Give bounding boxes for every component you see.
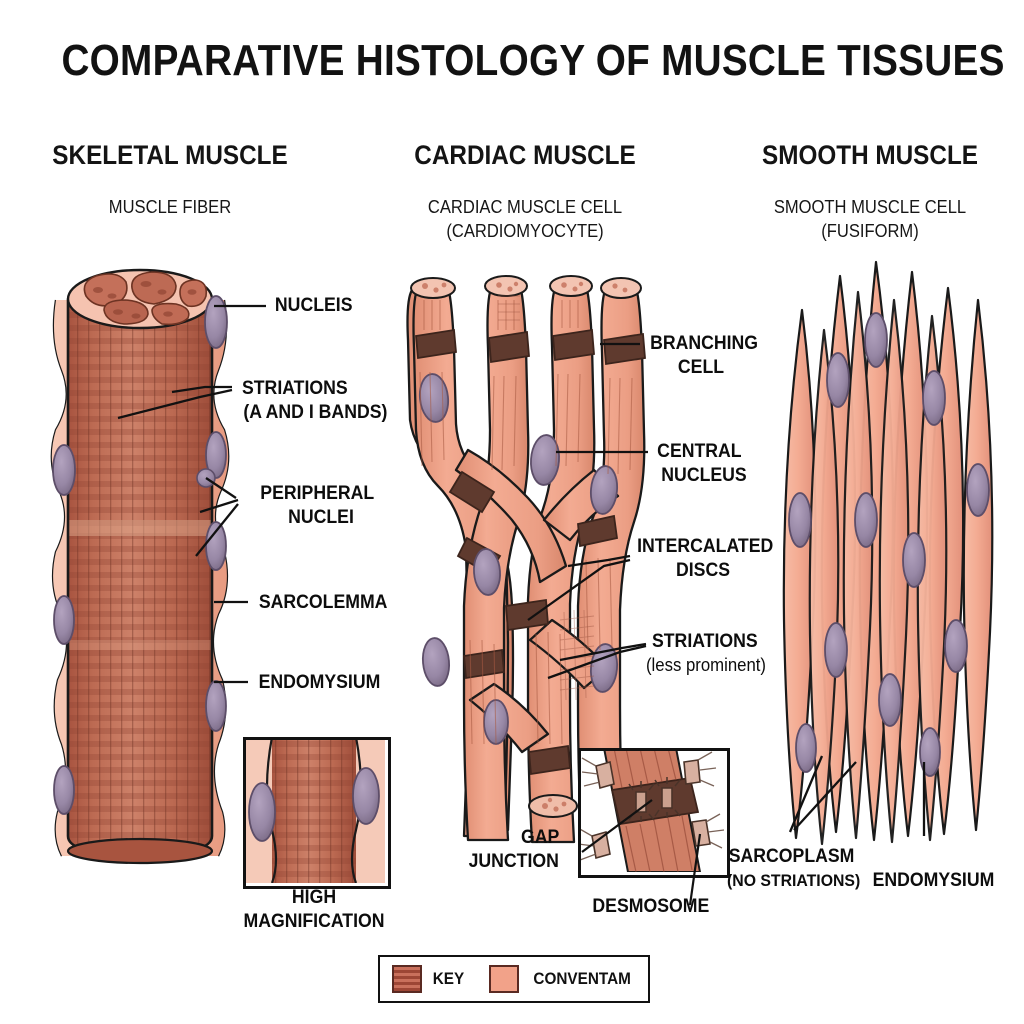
label-striations-cardiac-1: STRIATIONS [651, 631, 758, 652]
smooth-muscle-cells [782, 260, 994, 846]
skeletal-muscle-fiber [50, 268, 230, 865]
label-branching-cell-2: CELL [677, 357, 725, 378]
label-branching-cell-1: BRANCHING [650, 333, 759, 354]
column-heading-cardiac: CARDIAC MUSCLE [414, 140, 636, 170]
label-sarcoplasm-2: (NO STRIATIONS) [727, 871, 861, 890]
column-heading-smooth: SMOOTH MUSCLE [762, 140, 978, 170]
label-central-nucleus-1: CENTRAL [657, 441, 742, 462]
label-peripheral-nuclei-2: NUCLEI [288, 507, 354, 528]
column-subheading-skeletal: MUSCLE FIBER [108, 197, 232, 217]
page-title: COMPARATIVE HISTOLOGY OF MUSCLE TISSUES [61, 36, 1005, 85]
column-subheading-smooth-2: (FUSIFORM) [821, 221, 919, 241]
legend-swatch-solid [489, 965, 519, 993]
myofibril-bundles [83, 271, 208, 326]
legend-label-key: KEY [432, 969, 464, 988]
legend-box: KEY CONVENTAM [378, 955, 650, 1003]
column-heading-skeletal: SKELETAL MUSCLE [52, 140, 288, 170]
label-endomysium-skeletal: ENDOMYSIUM [258, 672, 381, 693]
legend-label-conventam: CONVENTAM [533, 969, 631, 988]
label-gap-junction-2: JUNCTION [468, 851, 559, 872]
cardiac-intercalated-disc-inset [578, 748, 730, 878]
label-desmosome: DESMOSOME [592, 896, 710, 917]
label-nucleis: NUCLEIS [274, 295, 353, 316]
label-sarcoplasm-1: SARCOPLASM [728, 846, 855, 867]
legend-item-key: KEY [391, 965, 466, 993]
column-subheading-smooth-1: SMOOTH MUSCLE CELL [773, 197, 967, 217]
label-intercalated-discs-2: DISCS [675, 560, 730, 581]
label-peripheral-nuclei-1: PERIPHERAL [260, 483, 375, 504]
column-subheading-cardiac-2: (CARDIOMYOCYTE) [446, 221, 604, 241]
cardiac-striations [419, 300, 633, 745]
label-intercalated-discs-1: INTERCALATED [637, 536, 774, 557]
label-endomysium-smooth: ENDOMYSIUM [872, 870, 995, 891]
label-central-nucleus-2: NUCLEUS [661, 465, 747, 486]
label-sarcolemma: SARCOLEMMA [258, 592, 388, 613]
label-gap-junction-1: GAP [521, 827, 560, 848]
skeletal-high-magnification-inset [243, 737, 391, 889]
label-striations-cardiac-2: (less prominent) [645, 655, 766, 675]
peripheral-nuclei [52, 295, 228, 815]
cardiac-cut-ends [410, 275, 642, 818]
label-striations-skeletal-1: STRIATIONS [241, 378, 348, 399]
legend-swatch-striated [391, 965, 422, 993]
cardiac-central-nuclei [418, 373, 619, 745]
cardiac-leader-lines [527, 342, 648, 680]
intercalated-discs [415, 328, 646, 776]
legend-item-conventam: CONVENTAM [489, 965, 636, 993]
column-subheading-cardiac-1: CARDIAC MUSCLE CELL [427, 197, 623, 217]
smooth-muscle-nuclei [788, 312, 990, 777]
smooth-leader-lines [788, 755, 926, 836]
skeletal-leader-lines [117, 304, 266, 684]
label-striations-skeletal-2: (A AND I BANDS) [243, 402, 388, 423]
label-high-magnification-1: HIGH [291, 887, 337, 908]
label-high-magnification-2: MAGNIFICATION [243, 911, 385, 932]
